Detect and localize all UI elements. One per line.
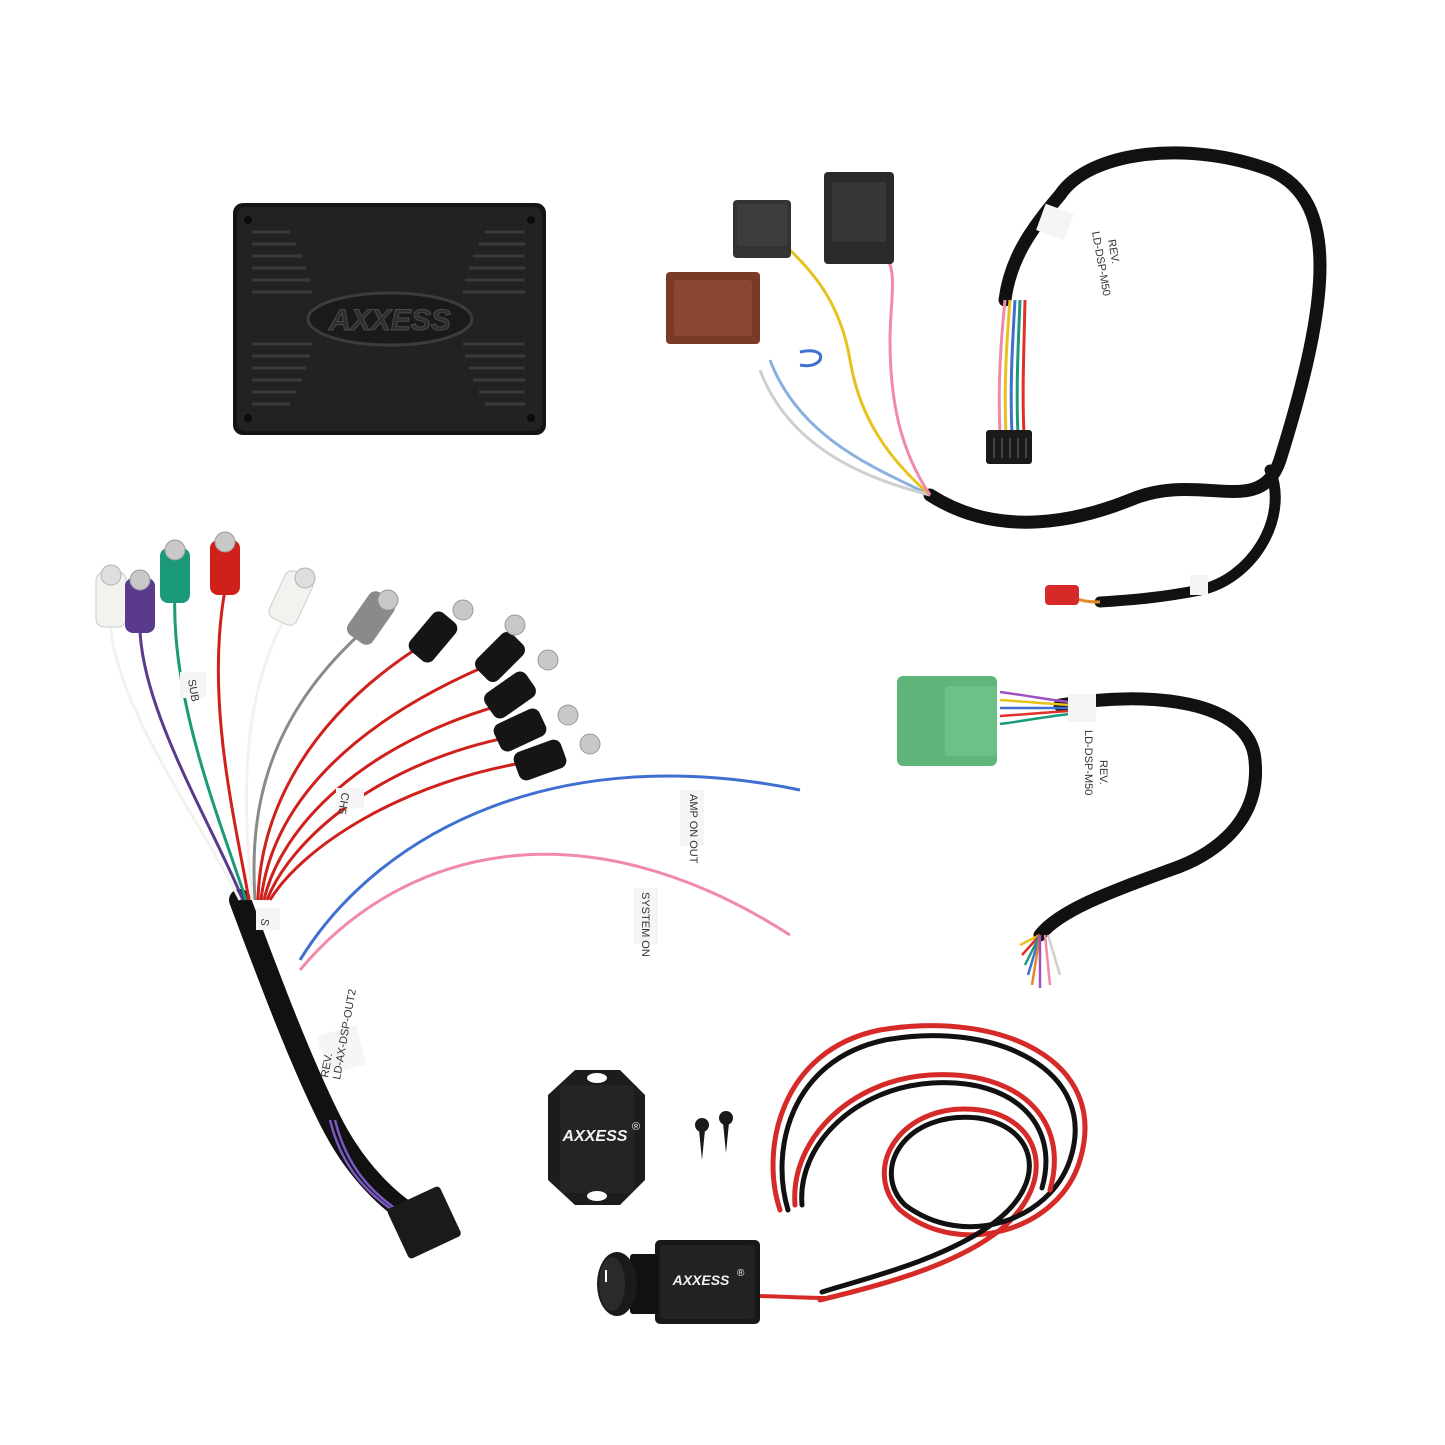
rca-plug-white-1 xyxy=(95,564,127,628)
amp-on-out-tag: AMP ON OUT xyxy=(687,794,699,864)
rca-harness-connector xyxy=(387,1186,461,1259)
harness-tag-top-rev: REV. xyxy=(1105,238,1121,264)
screw-2 xyxy=(719,1111,733,1153)
bracket-registered-mark: ® xyxy=(632,1121,640,1133)
knob-logo-text: AXXESS xyxy=(672,1272,730,1288)
sub-tag: SUB xyxy=(185,678,201,702)
rca-plug-white-2 xyxy=(268,567,316,626)
vehicle-t-harness: LD-DSP-M50 REV. xyxy=(666,146,1327,608)
remote-mounting-bracket: AXXESS ® xyxy=(548,1070,645,1205)
dsp-module: AXXESS xyxy=(233,203,546,435)
s-tag: S xyxy=(258,917,271,926)
knob-registered-mark: ® xyxy=(737,1268,745,1279)
harness-tag-left-rev: REV. xyxy=(319,1052,335,1078)
rca-plug-black-5 xyxy=(513,733,601,781)
system-on-tag: SYSTEM ON xyxy=(639,892,651,957)
screw-1 xyxy=(695,1118,709,1160)
green-connector-harness: LD-DSP-M50 REV. xyxy=(897,676,1262,988)
harness-tag-mid: LD-DSP-M50 xyxy=(1082,730,1094,795)
rca-plug-black-4 xyxy=(493,704,579,752)
rca-plug-purple xyxy=(125,569,155,633)
bracket-logo-text: AXXESS xyxy=(562,1128,628,1145)
module-logo-text: AXXESS xyxy=(328,304,451,337)
harness-tag-mid-rev: REV. xyxy=(1097,760,1109,785)
red-spade-connector xyxy=(1045,585,1079,605)
rca-plug-black-1 xyxy=(408,599,474,663)
ch5-tag: CH5 xyxy=(335,791,351,815)
mounting-screws xyxy=(695,1111,733,1160)
rca-plug-green xyxy=(160,539,190,603)
rca-plug-black-3 xyxy=(484,649,559,719)
rca-output-harness: SUB CH5 S LD-AX-DSP-OUT2 REV. AMP ON OUT… xyxy=(95,531,801,1259)
rca-plug-grey xyxy=(346,589,399,645)
rca-plug-red xyxy=(210,531,240,595)
rca-plug-black-2 xyxy=(475,614,526,682)
bass-remote-knob: AXXESS ® xyxy=(597,1023,1088,1324)
